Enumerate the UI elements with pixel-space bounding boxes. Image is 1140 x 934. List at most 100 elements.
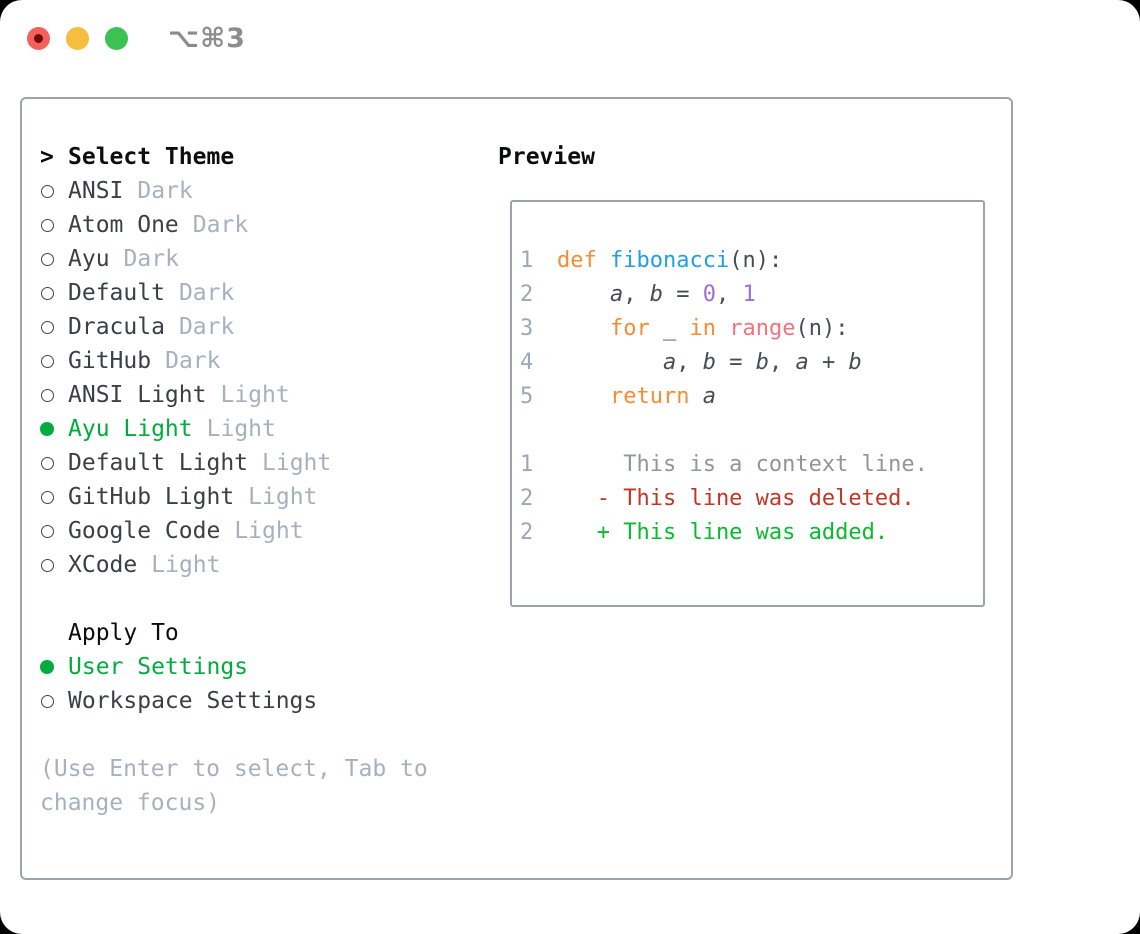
radio-circle [41,218,54,232]
radio-icon [40,388,68,402]
theme-variant-tag: Dark [123,246,179,272]
token-plain [557,316,610,341]
token-variable: b [702,350,716,375]
radio-icon [40,252,68,266]
line-number: 4 [520,350,534,375]
radio-circle [41,320,54,334]
window-title: ⌥⌘3 [168,23,246,54]
theme-item-dracula[interactable]: Dracula Dark [40,310,470,344]
apply-option-user-settings[interactable]: User Settings [40,650,470,684]
theme-variant-tag: Light [151,552,221,578]
token-deleted: - This line was deleted. [557,486,915,511]
theme-item-default[interactable]: Default Dark [40,276,470,310]
apply-to-label: Apply To [68,620,179,646]
token-plain: , [768,350,796,375]
keyboard-hint: (Use Enter to select, Tab to change focu… [40,756,428,816]
radio-circle [41,558,54,572]
radio-circle [40,660,54,674]
token-variable: b [848,350,862,375]
radio-circle [41,490,54,504]
theme-item-google-code[interactable]: Google Code Light [40,514,470,548]
token-plain [557,384,610,409]
zoom-button[interactable] [105,27,128,50]
line-content: def fibonacci(n): [557,244,782,278]
token-keyword: for [609,316,650,341]
radio-circle [41,286,54,300]
line-number: 2 [520,486,534,511]
token-variable: a [662,350,677,375]
theme-item-xcode[interactable]: XCode Light [40,548,470,582]
radio-icon [40,694,68,708]
line-content: a, b = 0, 1 [557,278,756,312]
apply-option-label: Workspace Settings [68,688,318,714]
theme-item-label: Atom One [68,212,179,238]
token-plain: + [808,350,849,375]
spacer [40,718,470,752]
radio-circle [41,456,54,470]
minimize-button[interactable] [66,27,89,50]
radio-selected-icon [40,422,68,436]
token-added: + This line was added. [557,520,889,545]
token-variable: a [702,384,716,409]
theme-item-label: Default [68,280,165,306]
token-plain: = [662,282,703,307]
token-plain: (n): [795,316,849,341]
token-plain: _ [649,316,690,341]
code-line: 2 - This line was deleted. [520,482,983,516]
line-content: for _ in range(n): [557,312,848,346]
radio-icon [40,184,68,198]
theme-item-label: Default Light [68,450,249,476]
token-keyword: in [689,316,716,341]
theme-item-label: GitHub Light [68,484,235,510]
theme-variant-tag: Dark [165,348,221,374]
line-number: 2 [520,282,534,307]
token-plain [597,248,610,273]
line-number: 1 [520,452,534,477]
apply-option-label: User Settings [68,654,249,680]
close-dot-icon [34,34,43,43]
radio-icon [40,558,68,572]
theme-item-ansi-light[interactable]: ANSI Light Light [40,378,470,412]
radio-icon [40,286,68,300]
theme-variant-tag: Light [220,382,290,408]
token-plain [689,384,702,409]
theme-variant-tag: Dark [178,314,235,340]
code-line: 3 for _ in range(n): [520,312,983,346]
line-content: + This line was added. [557,516,888,550]
apply-to-header: Apply To [40,616,470,650]
token-plain: , [715,282,743,307]
line-content: - This line was deleted. [557,482,915,516]
token-variable: b [649,282,663,307]
token-number: 1 [742,282,756,307]
theme-item-label: Dracula [68,314,165,340]
apply-option-workspace-settings[interactable]: Workspace Settings [40,684,470,718]
radio-circle [40,422,54,436]
theme-item-github-light[interactable]: GitHub Light Light [40,480,470,514]
theme-item-label: XCode [68,552,138,578]
code-line: 5 return a [520,380,983,414]
theme-variant-tag: Dark [178,280,235,306]
theme-item-ansi[interactable]: ANSI Dark [40,174,470,208]
theme-item-label: ANSI Light [68,382,207,408]
token-variable: b [755,350,769,375]
token-function: fibonacci [610,248,730,273]
close-button[interactable] [27,27,50,50]
radio-circle [41,694,54,708]
theme-variant-tag: Dark [137,178,193,204]
theme-item-label: Google Code [68,518,221,544]
token-variable: a [609,282,624,307]
theme-variant-tag: Light [234,518,304,544]
line-number: 3 [520,316,534,341]
code-line: 2 a, b = 0, 1 [520,278,983,312]
theme-item-label: ANSI [68,178,124,204]
theme-variant-tag: Light [248,484,318,510]
focus-caret-icon: > [40,144,54,170]
